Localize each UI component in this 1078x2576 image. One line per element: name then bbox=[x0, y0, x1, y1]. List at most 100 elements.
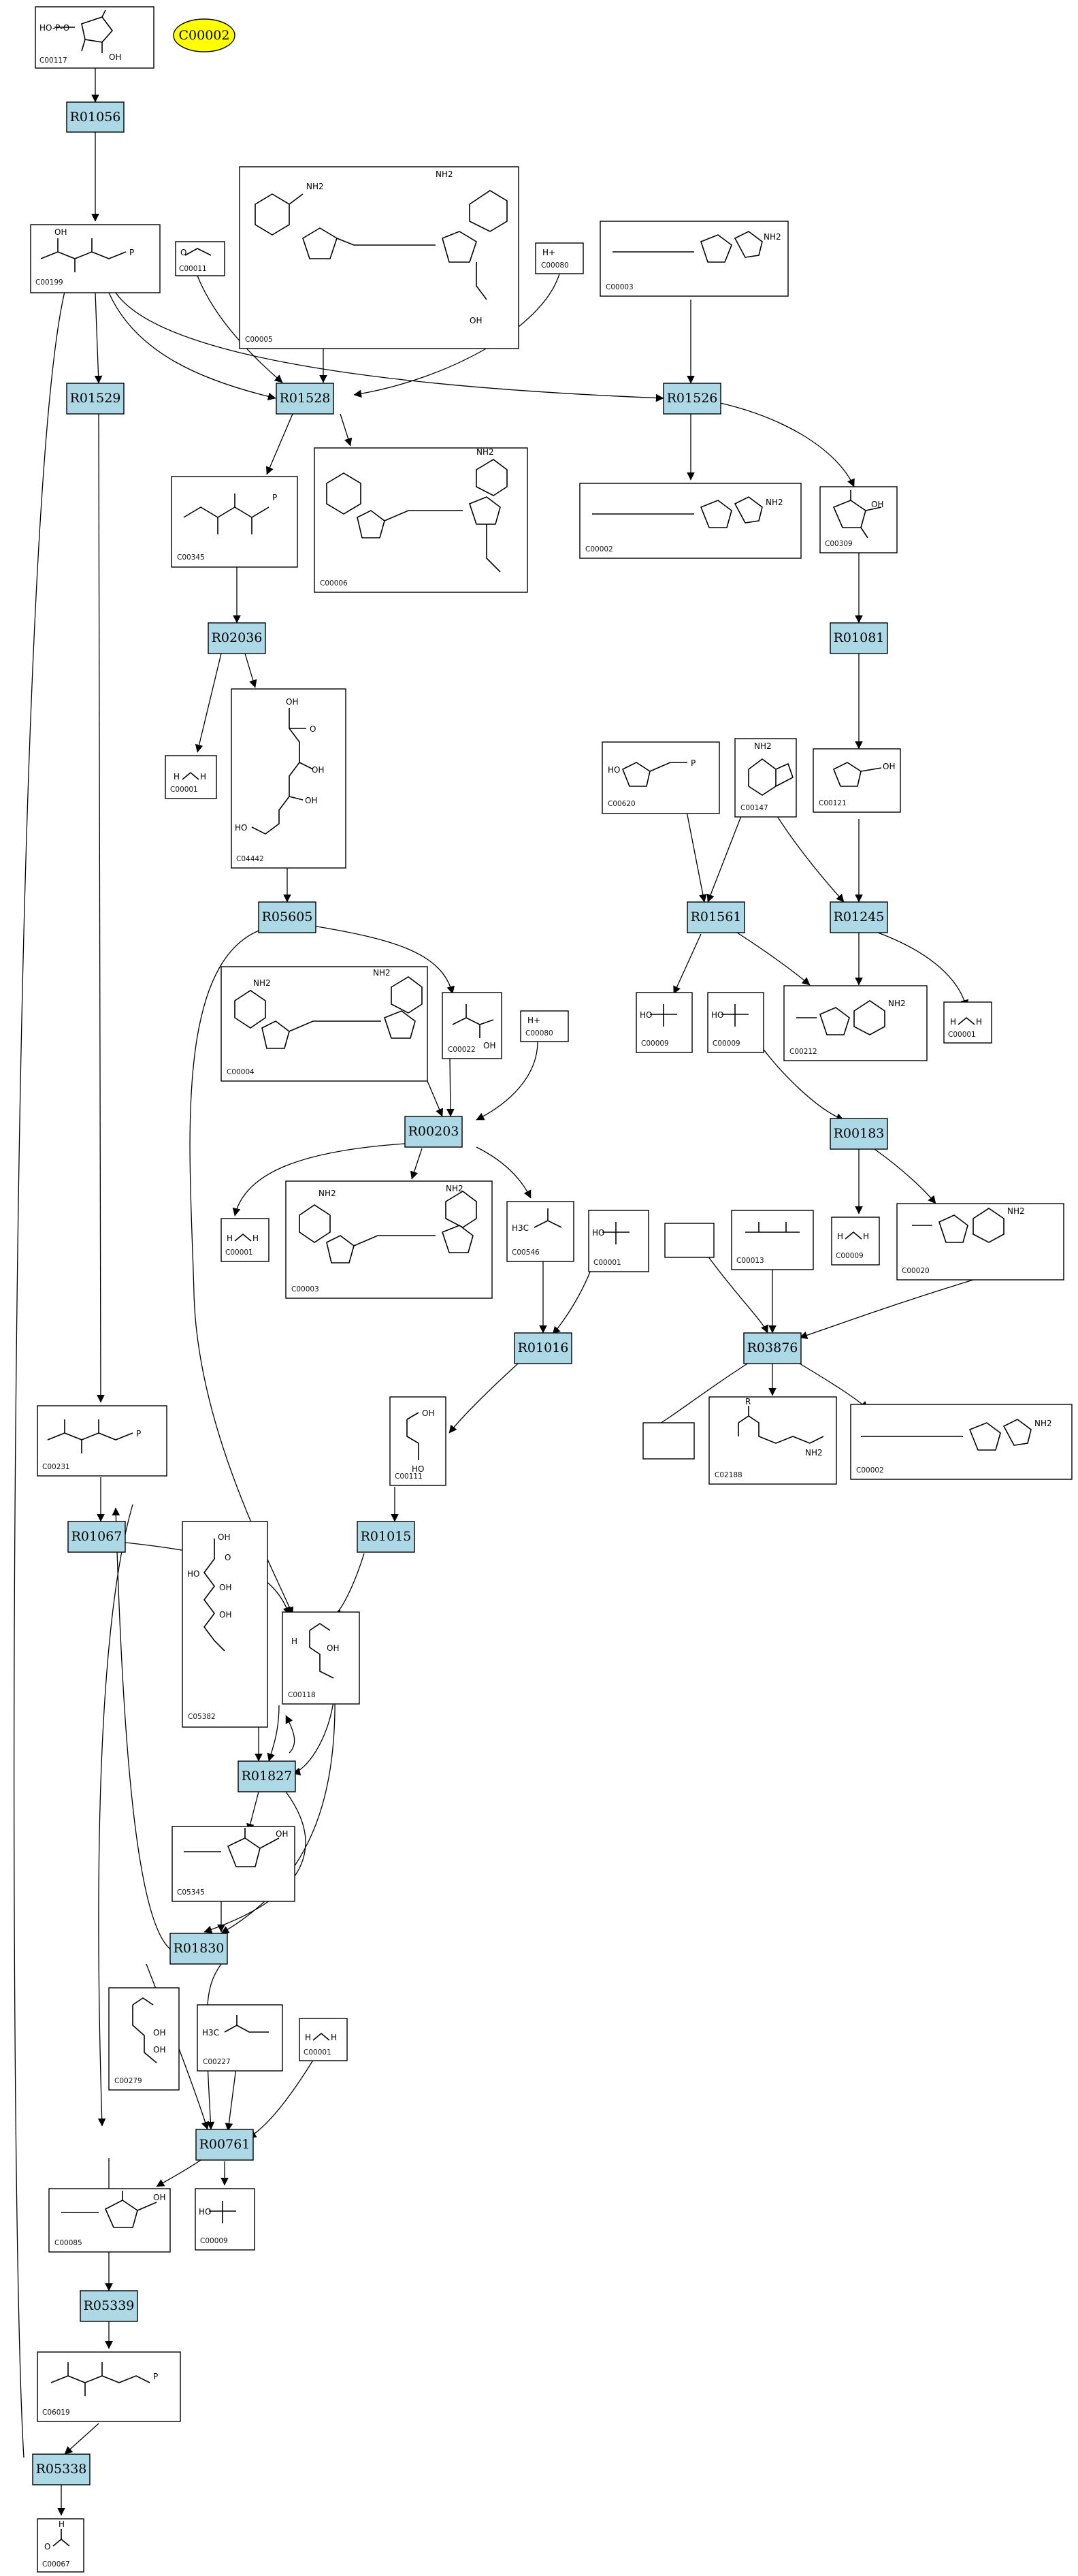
compound-c00009[interactable]: HO C00001 bbox=[588, 1210, 649, 1272]
atom-oh: OH bbox=[219, 1583, 231, 1592]
atom-h: H bbox=[837, 1231, 843, 1241]
compound-c00231[interactable]: P C00231 bbox=[37, 1405, 167, 1477]
compound-c00147[interactable]: NH2 C00147 bbox=[734, 738, 797, 818]
compound-c00011[interactable]: O C00011 bbox=[175, 241, 225, 276]
compound-c02188[interactable]: R NH2 C02188 bbox=[708, 1396, 837, 1485]
compound-c00003[interactable]: NH2 C00003 bbox=[600, 221, 789, 297]
compound-c00212[interactable]: NH2 C00212 bbox=[783, 985, 928, 1061]
compound-c00345[interactable]: P C00345 bbox=[171, 476, 298, 568]
reaction-r03876[interactable]: R03876 bbox=[743, 1332, 802, 1364]
reaction-r01561[interactable]: R01561 bbox=[687, 901, 745, 933]
compound-id: C00004 bbox=[227, 1068, 255, 1076]
compound-c00022[interactable]: OH C00022 bbox=[442, 992, 502, 1059]
reaction-r01016[interactable]: R01016 bbox=[514, 1332, 572, 1364]
compound-placeholder[interactable] bbox=[642, 1422, 695, 1460]
compound-c00117[interactable]: HO-P-O OH C00117 bbox=[35, 6, 154, 69]
compound-id: C00080 bbox=[525, 1029, 553, 1037]
compound-c00546[interactable]: H3C C00546 bbox=[506, 1201, 574, 1262]
compound-id: C00001 bbox=[170, 786, 198, 794]
reaction-r01830[interactable]: R01830 bbox=[169, 1933, 228, 1965]
compound-c05382[interactable]: OH O HO OH OH C05382 bbox=[182, 1521, 268, 1728]
compound-c00118[interactable]: H OH C00118 bbox=[282, 1611, 360, 1705]
compound-id: C00227 bbox=[203, 2058, 231, 2066]
atom-h: H bbox=[227, 1234, 233, 1243]
reaction-r05605[interactable]: R05605 bbox=[258, 901, 316, 933]
compound-id: C00001 bbox=[225, 1249, 253, 1257]
compound-id: C00003 bbox=[291, 1285, 319, 1293]
atom-oh: OH bbox=[218, 1532, 230, 1542]
compound-c00020[interactable]: NH2 C00020 bbox=[896, 1203, 1064, 1281]
reaction-r01526[interactable]: R01526 bbox=[663, 383, 721, 415]
compound-c05345[interactable]: OH C05345 bbox=[172, 1826, 295, 1902]
compound-id: C05345 bbox=[177, 1888, 205, 1897]
atom-nh2: NH2 bbox=[476, 447, 494, 457]
atom-oh: OH bbox=[483, 1041, 495, 1050]
atom-oh: OH bbox=[312, 765, 324, 775]
compound-c00080[interactable]: H+ C00080 bbox=[535, 242, 584, 274]
compound-c00001[interactable]: H H C00001 bbox=[299, 2018, 348, 2061]
compound-c00002[interactable]: NH2 C00002 bbox=[579, 483, 802, 559]
compound-c00001[interactable]: H H C00001 bbox=[220, 1218, 270, 1262]
compound-c00121[interactable]: OH C00121 bbox=[813, 748, 901, 813]
atom-oh: OH bbox=[883, 762, 895, 771]
reaction-r01081[interactable]: R01081 bbox=[830, 622, 888, 654]
reaction-r01056[interactable]: R01056 bbox=[66, 101, 125, 133]
reaction-r02036[interactable]: R02036 bbox=[208, 622, 266, 654]
compound-c00005[interactable]: NH2 NH2 OH C00005 bbox=[239, 166, 519, 349]
compound-id: C04442 bbox=[236, 855, 264, 863]
compound-c00009[interactable]: HO C00009 bbox=[636, 992, 693, 1053]
atom-oh: OH bbox=[276, 1829, 288, 1839]
compound-c04442[interactable]: OH O OH OH HO C04442 bbox=[231, 688, 346, 869]
reaction-r01529[interactable]: R01529 bbox=[66, 383, 125, 415]
compound-c00309[interactable]: OH C00309 bbox=[819, 486, 898, 553]
compound-c00009[interactable]: HO C00009 bbox=[707, 992, 764, 1053]
compound-id: C00309 bbox=[825, 540, 853, 548]
target-node[interactable]: C00002 bbox=[173, 18, 235, 52]
compound-id: C00199 bbox=[35, 278, 63, 287]
compound-c00620[interactable]: P HO C00620 bbox=[602, 741, 720, 814]
compound-c06019[interactable]: P C06019 bbox=[37, 2351, 181, 2422]
atom-o: O bbox=[310, 724, 316, 734]
compound-c00067[interactable]: H O C00067 bbox=[37, 2518, 84, 2573]
reaction-r01528[interactable]: R01528 bbox=[276, 383, 334, 415]
compound-c00080[interactable]: H+ C00080 bbox=[520, 1010, 569, 1042]
compound-c00009[interactable]: HO C00009 bbox=[195, 2188, 255, 2251]
reaction-r05339[interactable]: R05339 bbox=[80, 2290, 138, 2322]
atom-p: P bbox=[136, 1429, 141, 1438]
compound-id: C00003 bbox=[606, 283, 634, 291]
reaction-r01067[interactable]: R01067 bbox=[67, 1521, 126, 1553]
compound-id: C00080 bbox=[541, 261, 569, 270]
atom-h: H bbox=[252, 1234, 259, 1243]
compound-c00001[interactable]: H H C00001 bbox=[165, 755, 217, 799]
compound-id: C00009 bbox=[713, 1040, 740, 1048]
reaction-r00203[interactable]: R00203 bbox=[404, 1116, 463, 1148]
reaction-r05338[interactable]: R05338 bbox=[32, 2453, 91, 2485]
atom-hop-1: HO-P-O bbox=[39, 23, 69, 33]
reaction-r00183[interactable]: R00183 bbox=[830, 1118, 888, 1150]
compound-c00006[interactable]: NH2 C00006 bbox=[314, 447, 528, 593]
compound-c00004[interactable]: NH2 NH2 C00004 bbox=[220, 966, 428, 1082]
compound-c00001[interactable]: H H C00009 bbox=[831, 1217, 880, 1266]
compound-c00002[interactable]: NH2 C00002 bbox=[850, 1404, 1073, 1480]
compound-id: C05382 bbox=[188, 1713, 216, 1721]
compound-c00085[interactable]: OH C00085 bbox=[48, 2188, 171, 2253]
compound-c00111[interactable]: OH HO C00111 bbox=[389, 1396, 446, 1486]
reaction-r01245[interactable]: R01245 bbox=[830, 901, 888, 933]
compound-c00227[interactable]: H3C C00227 bbox=[197, 2004, 283, 2072]
atom-nh2: NH2 bbox=[888, 999, 906, 1008]
compound-id: C00002 bbox=[856, 1466, 884, 1475]
atom-oh: OH bbox=[153, 2193, 165, 2202]
compound-c00013[interactable]: C00013 bbox=[731, 1210, 814, 1270]
atom-oh: OH bbox=[54, 227, 67, 237]
compound-c00199[interactable]: OH P C00199 bbox=[30, 224, 161, 293]
atom-ho: HO bbox=[640, 1010, 652, 1020]
compound-c00003[interactable]: NH2 NH2 C00003 bbox=[285, 1180, 493, 1299]
compound-c00001[interactable]: H H C00001 bbox=[943, 1001, 992, 1044]
compound-placeholder[interactable] bbox=[664, 1223, 715, 1258]
reaction-r01015[interactable]: R01015 bbox=[357, 1521, 415, 1553]
reaction-r00761[interactable]: R00761 bbox=[195, 2129, 254, 2161]
reaction-r01827[interactable]: R01827 bbox=[238, 1760, 296, 1792]
compound-id: C00011 bbox=[179, 265, 207, 273]
compound-c00279[interactable]: OH OH C00279 bbox=[108, 1987, 180, 2091]
atom-p: P bbox=[129, 248, 134, 257]
